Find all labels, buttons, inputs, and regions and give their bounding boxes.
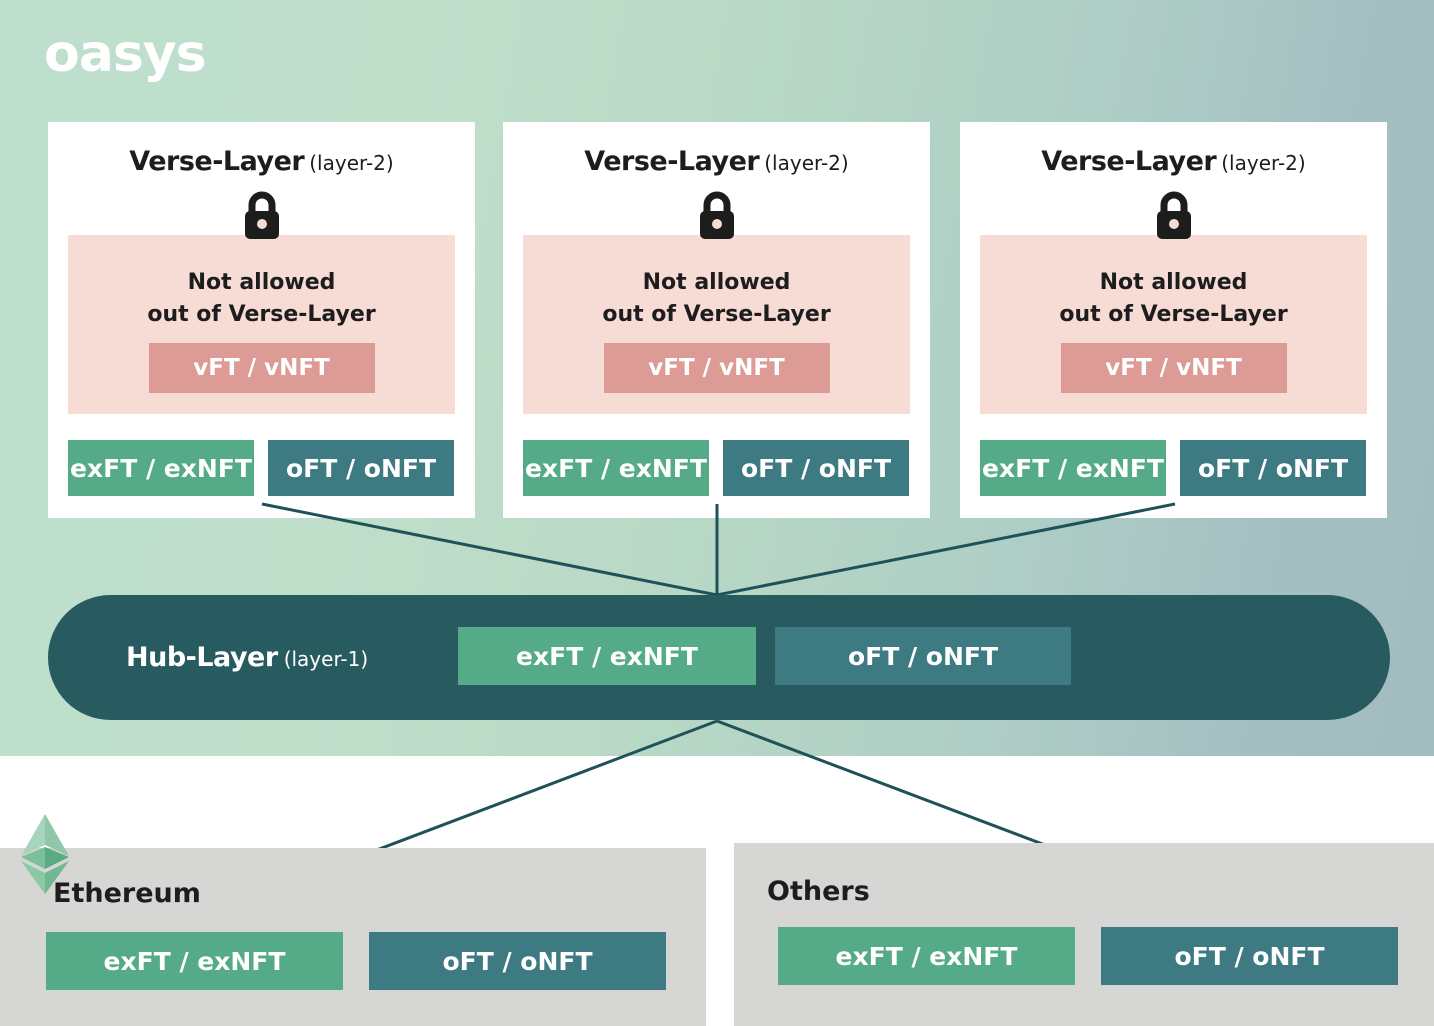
hub-token-badges: exFT / exNFT oFT / oNFT <box>458 627 1071 685</box>
token-badge-exft: exFT / exNFT <box>523 440 709 496</box>
verse-layer-title-main: Verse-Layer <box>584 146 760 177</box>
chain-title: Ethereum <box>53 878 201 909</box>
token-badge-vft: vFT / vNFT <box>148 343 375 393</box>
token-badge-oft: oFT / oNFT <box>268 440 454 496</box>
verse-layer-title: Verse-Layer(layer-2) <box>48 148 475 175</box>
token-badge-exft: exFT / exNFT <box>46 932 343 990</box>
token-badge-vft: vFT / vNFT <box>1060 343 1287 393</box>
verse-layer-title-main: Verse-Layer <box>129 146 305 177</box>
restricted-line-2: out of Verse-Layer <box>1059 301 1288 327</box>
restricted-panel: Not allowed out of Verse-Layer vFT / vNF… <box>980 235 1367 414</box>
token-badge-oft: oFT / oNFT <box>369 932 666 990</box>
restricted-panel: Not allowed out of Verse-Layer vFT / vNF… <box>68 235 455 414</box>
verse-layer-card: Verse-Layer(layer-2) Not allowed out of … <box>960 122 1387 518</box>
hub-layer-title-main: Hub-Layer <box>126 642 278 673</box>
oasys-logo: oasys <box>44 24 207 84</box>
chain-title: Others <box>767 876 870 907</box>
verse-layer-title: Verse-Layer(layer-2) <box>960 148 1387 175</box>
verse-token-badges: exFT / exNFT oFT / oNFT <box>523 440 910 496</box>
restricted-line-1: Not allowed <box>1099 270 1248 295</box>
chain-token-badges: exFT / exNFT oFT / oNFT <box>778 927 1398 985</box>
verse-layer-title-sub: (layer-2) <box>309 151 394 175</box>
verse-token-badges: exFT / exNFT oFT / oNFT <box>980 440 1367 496</box>
restricted-text: Not allowed out of Verse-Layer <box>980 235 1367 331</box>
hub-layer-pill: Hub-Layer(layer-1) exFT / exNFT oFT / oN… <box>48 595 1390 720</box>
token-badge-exft: exFT / exNFT <box>980 440 1166 496</box>
token-badge-exft: exFT / exNFT <box>68 440 254 496</box>
token-badge-exft: exFT / exNFT <box>778 927 1075 985</box>
token-badge-oft: oFT / oNFT <box>1101 927 1398 985</box>
restricted-line-1: Not allowed <box>187 270 336 295</box>
restricted-line-1: Not allowed <box>642 270 791 295</box>
verse-layer-card: Verse-Layer(layer-2) Not allowed out of … <box>503 122 930 518</box>
token-badge-oft: oFT / oNFT <box>1180 440 1366 496</box>
verse-layer-title-sub: (layer-2) <box>764 151 849 175</box>
ethereum-logo-icon <box>21 814 69 894</box>
hub-layer-title-sub: (layer-1) <box>283 647 369 671</box>
restricted-text: Not allowed out of Verse-Layer <box>68 235 455 331</box>
token-badge-exft: exFT / exNFT <box>458 627 756 685</box>
verse-layer-title-sub: (layer-2) <box>1221 151 1306 175</box>
external-chain-others: Others exFT / exNFT oFT / oNFT <box>734 843 1434 1026</box>
restricted-line-2: out of Verse-Layer <box>147 301 376 327</box>
hub-layer-title: Hub-Layer(layer-1) <box>126 644 368 671</box>
restricted-panel: Not allowed out of Verse-Layer vFT / vNF… <box>523 235 910 414</box>
token-badge-oft: oFT / oNFT <box>723 440 909 496</box>
verse-layer-card: Verse-Layer(layer-2) Not allowed out of … <box>48 122 475 518</box>
verse-token-badges: exFT / exNFT oFT / oNFT <box>68 440 455 496</box>
chain-token-badges: exFT / exNFT oFT / oNFT <box>46 932 666 990</box>
verse-layer-title-main: Verse-Layer <box>1041 146 1217 177</box>
restricted-text: Not allowed out of Verse-Layer <box>523 235 910 331</box>
external-chain-ethereum: Ethereum exFT / exNFT oFT / oNFT <box>0 848 706 1026</box>
token-badge-oft: oFT / oNFT <box>775 627 1071 685</box>
verse-layer-title: Verse-Layer(layer-2) <box>503 148 930 175</box>
restricted-line-2: out of Verse-Layer <box>602 301 831 327</box>
token-badge-vft: vFT / vNFT <box>603 343 830 393</box>
